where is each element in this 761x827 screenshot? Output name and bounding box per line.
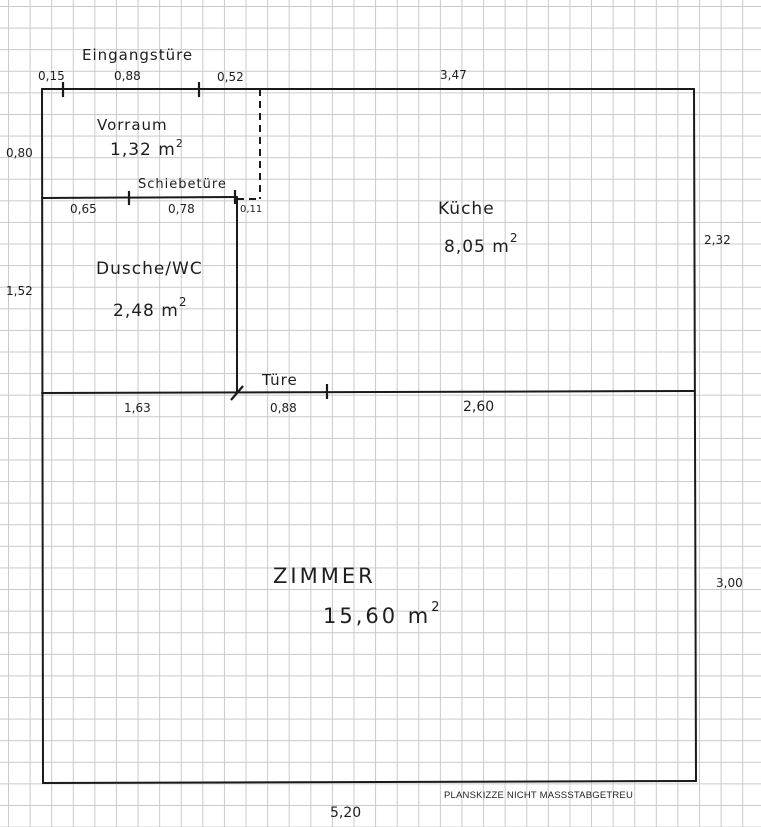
dim-label: 0,78 [168, 202, 195, 216]
dim-label: 2,32 [704, 233, 731, 247]
dim-label: 0,11 [240, 204, 262, 215]
outer-wall-right [693, 88, 697, 782]
room-area-zimmer: 15,60 m2 [323, 600, 443, 628]
wall-vorraum-dusche [41, 196, 238, 199]
room-name-dusche: Dusche/WC [96, 259, 203, 279]
outer-wall-left [41, 88, 44, 784]
dim-label: 1,52 [6, 284, 33, 298]
scale-disclaimer: PLANSKIZZE NICHT MASSSTABGETREU [444, 790, 634, 801]
dim-label: 3,00 [716, 576, 743, 590]
dim-label: 0,88 [114, 69, 141, 83]
dim-label: 0,88 [270, 401, 297, 415]
dim-label: 0,15 [38, 69, 65, 83]
room-area-dusche: 2,48 m2 [113, 295, 187, 321]
door-label-tuere: Türe [261, 371, 298, 389]
dim-label: 0,52 [217, 70, 244, 84]
door-label-eingang: Eingangstüre [82, 46, 193, 64]
door-label-schiebe: Schiebetüre [138, 177, 227, 192]
room-name-zimmer: ZIMMER [273, 564, 376, 588]
wall-zimmer-top [41, 390, 695, 394]
outer-wall-bottom [42, 780, 697, 784]
room-name-kueche: Küche [438, 199, 495, 219]
dim-label: 0,80 [6, 146, 33, 160]
door-tick [230, 385, 244, 401]
dim-label: 0,65 [70, 202, 97, 216]
room-area-kueche: 8,05 m2 [444, 231, 518, 257]
dim-label: 2,60 [463, 399, 494, 415]
room-area-vorraum: 1,32 m2 [110, 137, 184, 160]
dim-label: 3,47 [440, 68, 467, 82]
dim-label: 1,63 [124, 401, 151, 415]
room-name-vorraum: Vorraum [97, 116, 168, 134]
dim-label: 5,20 [330, 805, 361, 821]
